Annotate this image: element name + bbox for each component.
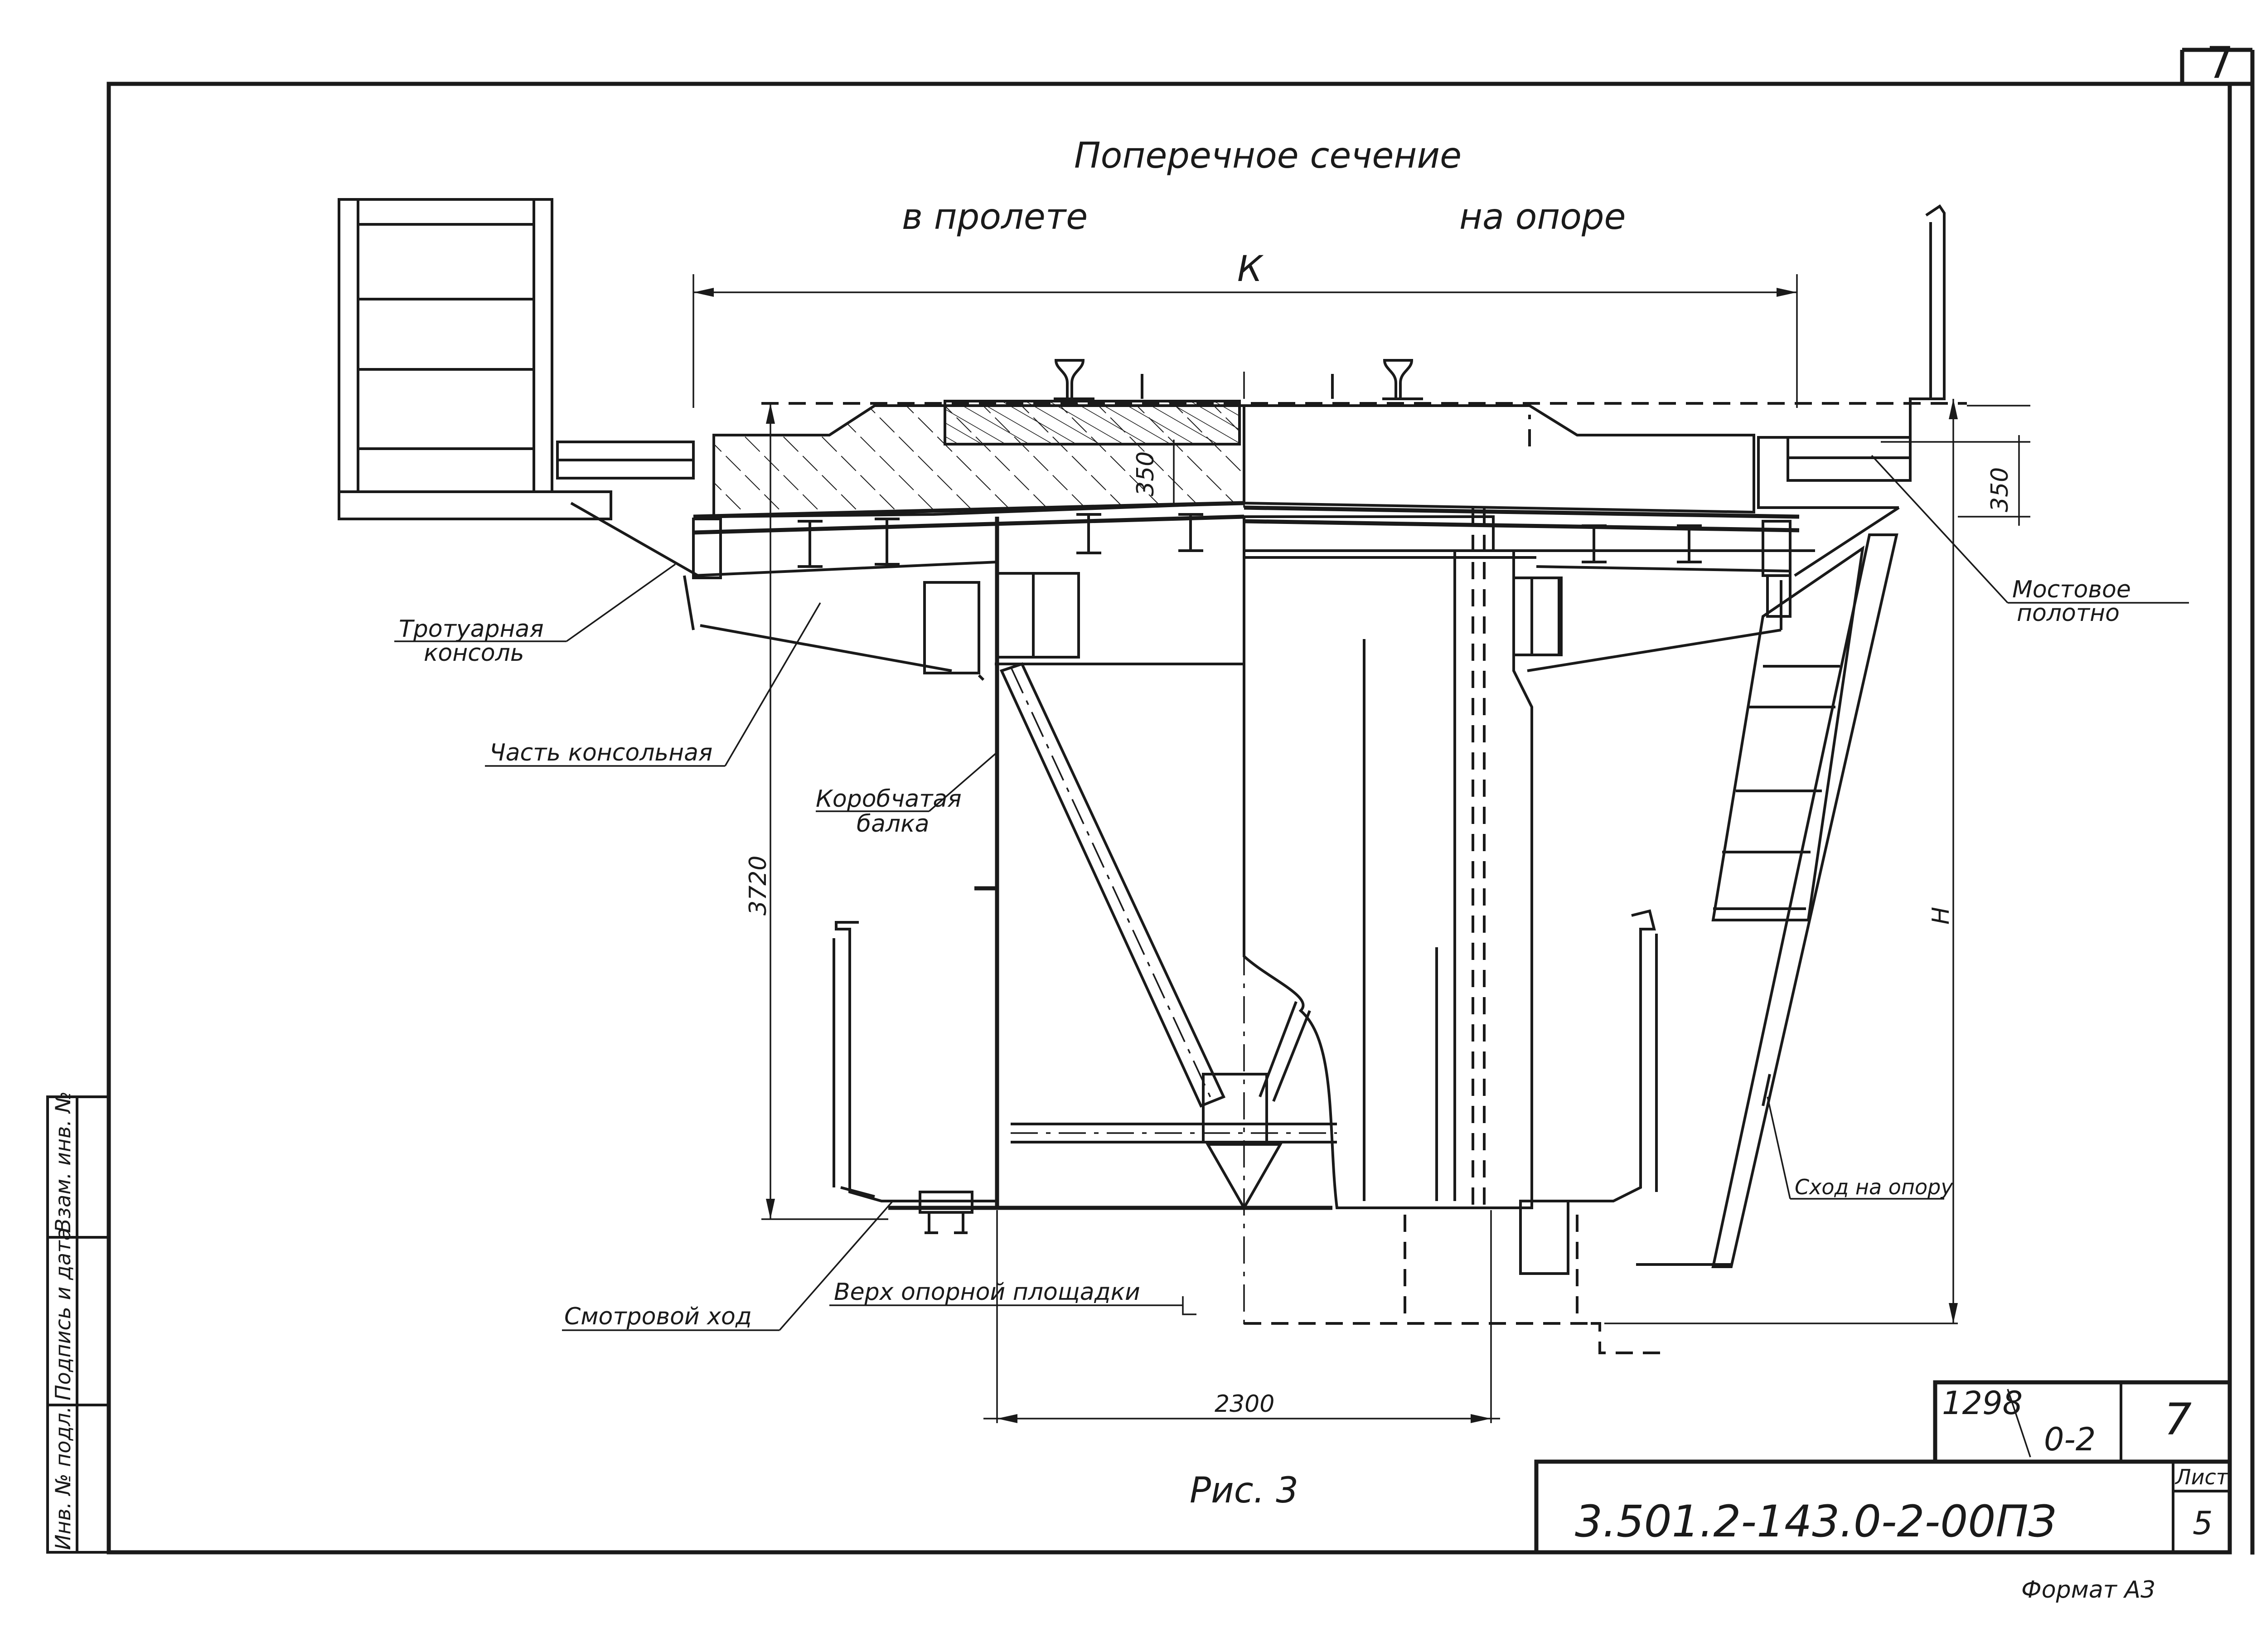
right-railing-ladder (1636, 204, 1946, 1268)
callout-support-descent: Сход на опору (1795, 1175, 1953, 1199)
right-subtitle: на опоре (1459, 197, 1626, 237)
sheet-frame (107, 48, 2255, 1555)
paper-format: Формат А3 (2021, 1576, 2155, 1604)
dim-3720-label: 3720 (745, 856, 772, 916)
dim-h (1604, 399, 1958, 1324)
left-railing (338, 198, 952, 672)
callout-sidewalk-console-1: Тротуарная (399, 615, 544, 643)
side-stamp-replace: Взам. инв. № (51, 1091, 75, 1233)
stamp-top: 1298 (1942, 1385, 2023, 1422)
dim-h-label: Н (1927, 907, 1955, 925)
callout-inspection-walk: Смотровой ход (564, 1303, 752, 1330)
dim-2300-label: 2300 (1215, 1390, 1274, 1418)
dimension-k-label: К (1237, 249, 1264, 290)
support-platform (1244, 1200, 1668, 1354)
side-stamp-inventory: Инв. № подл. (51, 1406, 75, 1550)
callout-support-platform-top: Верх опорной площадки (834, 1279, 1140, 1306)
callout-box-beam-2: балка (857, 810, 929, 838)
callout-sidewalk-console-2: консоль (424, 639, 524, 667)
callout-leaders (394, 455, 2189, 1331)
title-block-frame (1534, 1380, 2232, 1555)
stamp-sub: 0-2 (2044, 1421, 2096, 1458)
figure-caption: Рис. 3 (1190, 1470, 1298, 1511)
main-title: Поперечное сечение (1074, 136, 1462, 176)
box-beam-span (888, 517, 1337, 1211)
sheet-label: Лист (2174, 1465, 2229, 1489)
callout-box-beam-1: Коробчатая (816, 785, 962, 813)
dimension-k (692, 274, 1798, 408)
dim-350-left: 350 (1132, 451, 1159, 496)
deck (712, 359, 1967, 518)
dim-2300 (983, 1210, 1500, 1423)
corner-sheet-number: 7 (2206, 38, 2234, 88)
floor-beams (692, 501, 1800, 579)
document-designation: 3.501.2-143.0-2-00ПЗ (1575, 1496, 2056, 1547)
dim-350-right (1881, 405, 2030, 526)
sheet-value: 5 (2193, 1505, 2213, 1542)
callout-console-part: Часть консольная (489, 739, 712, 766)
box-beam-support (1243, 508, 1815, 1209)
dim-3720 (761, 403, 888, 1220)
inspection-walkways (833, 909, 1658, 1234)
left-subtitle: в пролете (902, 197, 1088, 237)
side-stamp-signature: Подпись и дата (51, 1228, 75, 1400)
callout-bridge-deck-2: полотно (2017, 600, 2120, 627)
dim-350-right-label: 350 (1986, 467, 2014, 512)
side-stamp (46, 1095, 110, 1554)
callout-bridge-deck-1: Мостовое (2012, 576, 2131, 603)
stamp-right: 7 (2164, 1394, 2192, 1445)
